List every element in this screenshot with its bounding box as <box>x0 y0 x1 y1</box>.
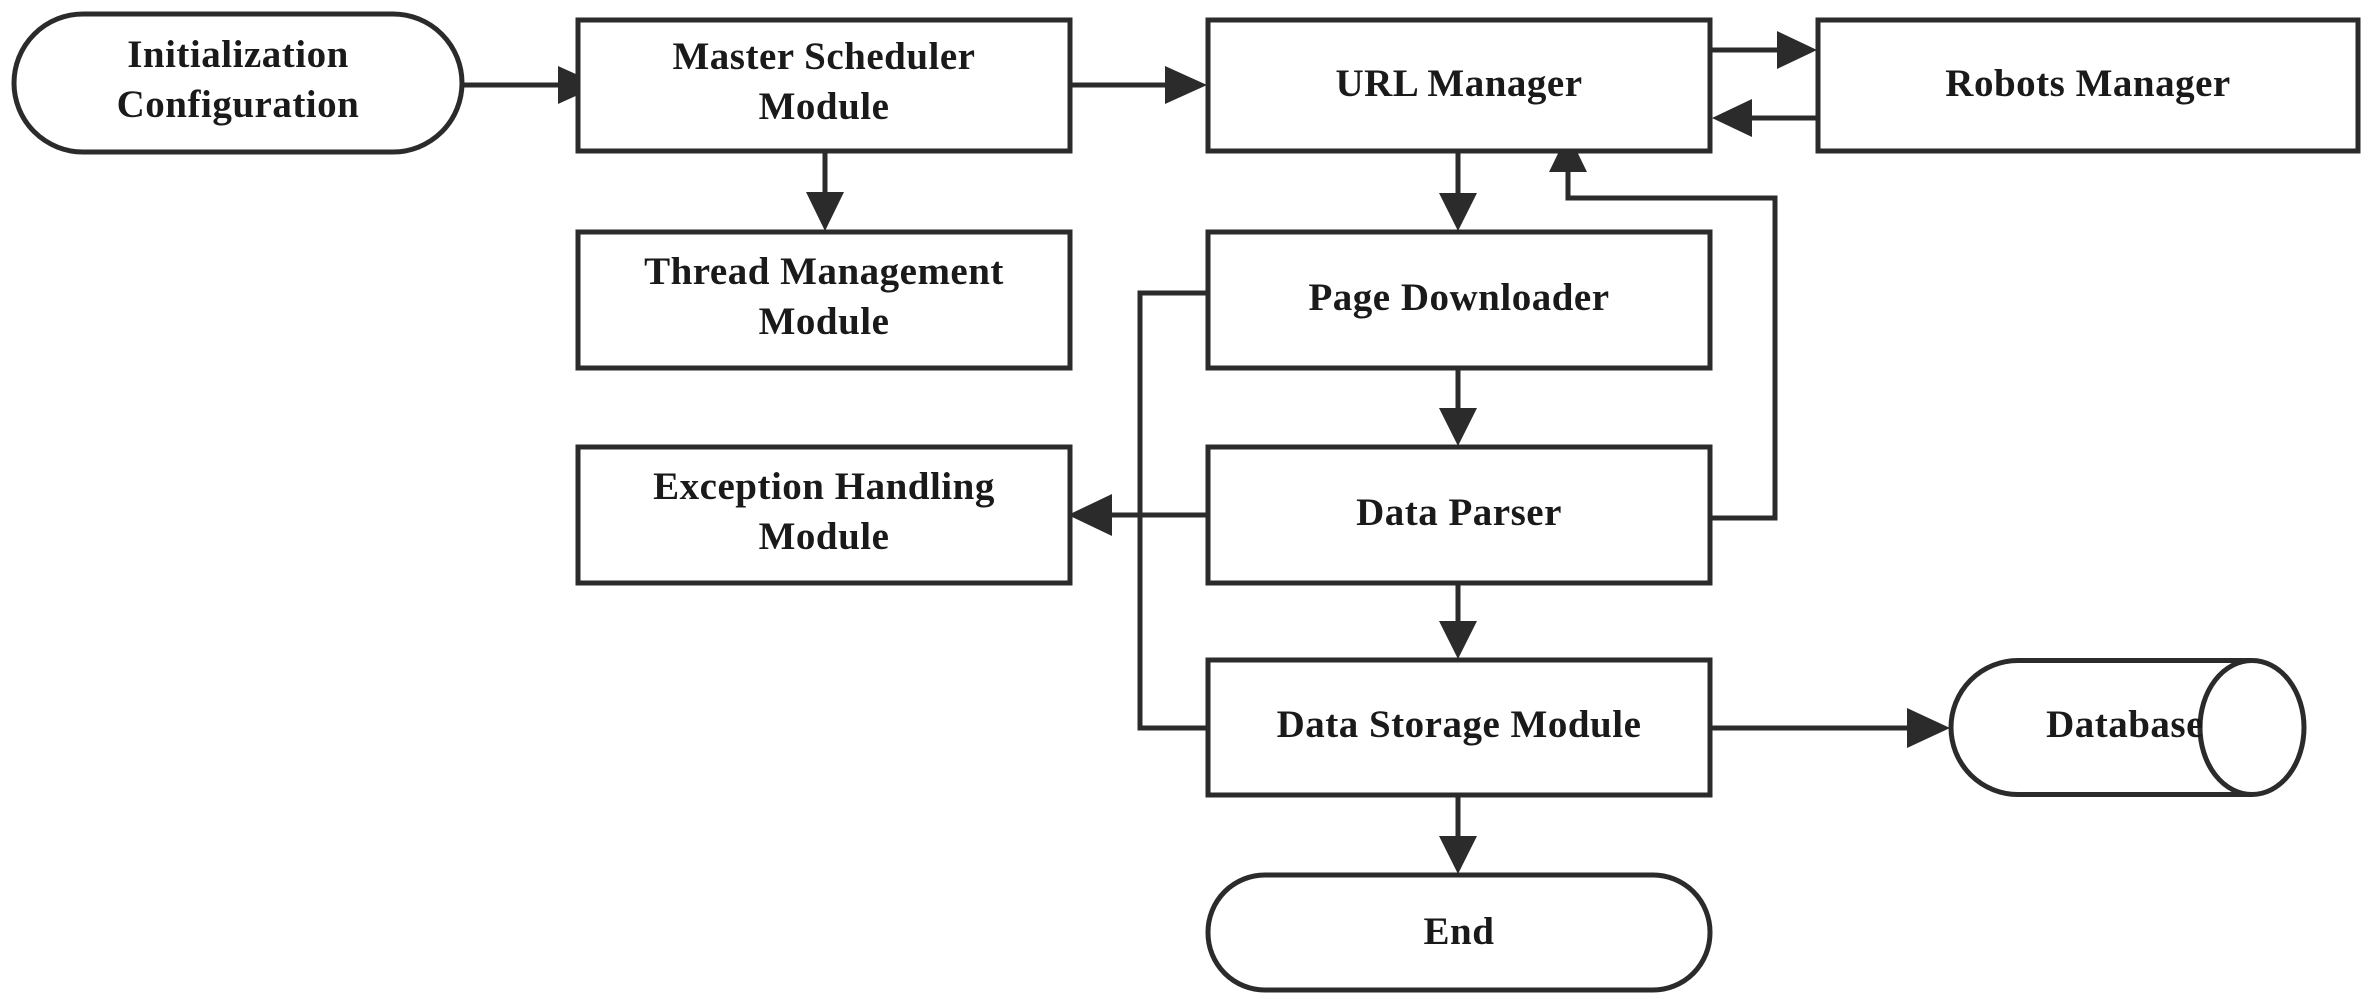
page-downloader-label: Page Downloader <box>1308 276 1609 319</box>
url-manager-shape <box>1205 17 1713 154</box>
node-robots-manager[interactable]: Robots Manager <box>1815 17 2361 154</box>
page-downloader-shape <box>1205 229 1713 371</box>
node-layer: Initialization Configuration Master Sche… <box>11 11 2361 993</box>
exception-handling-module-label-line1: Exception Handling <box>653 465 995 508</box>
database-end-cap-ellipse <box>2197 658 2307 797</box>
thread-management-module-shape <box>575 229 1073 371</box>
node-thread-management-module[interactable]: Thread Management Module <box>575 229 1073 371</box>
edge-urlmanager-to-downloader <box>1439 151 1477 231</box>
master-scheduler-module-shape <box>575 17 1073 154</box>
url-manager-label: URL Manager <box>1335 62 1582 105</box>
robots-manager-label: Robots Manager <box>1945 62 2230 105</box>
edge-downloader-to-storage-bypass <box>1137 290 1208 731</box>
database-body-shape <box>1948 658 2253 797</box>
node-master-scheduler-module[interactable]: Master Scheduler Module <box>575 17 1073 154</box>
edge-parser-to-exception <box>1068 494 1208 536</box>
master-scheduler-module-label-line1: Master Scheduler <box>673 35 976 78</box>
edge-storage-to-end <box>1439 795 1477 874</box>
data-parser-label: Data Parser <box>1356 491 1562 534</box>
node-data-storage-module[interactable]: Data Storage Module <box>1205 657 1713 798</box>
edge-urlmanager-to-robots <box>1710 31 1817 69</box>
exception-handling-module-label-line2: Module <box>759 515 890 558</box>
thread-management-module-label-line2: Module <box>759 300 890 343</box>
node-data-parser[interactable]: Data Parser <box>1205 444 1713 586</box>
initialization-configuration-label-line2: Configuration <box>117 83 360 126</box>
data-parser-shape <box>1205 444 1713 586</box>
node-page-downloader[interactable]: Page Downloader <box>1205 229 1713 371</box>
initialization-configuration-shape <box>11 11 465 155</box>
thread-management-module-label-line1: Thread Management <box>644 250 1004 293</box>
edge-parser-to-storage <box>1439 583 1477 659</box>
edge-downloader-to-parser <box>1439 368 1477 446</box>
edge-layer <box>462 31 1950 874</box>
edge-storage-to-database <box>1710 708 1950 748</box>
master-scheduler-module-label-line2: Module <box>759 85 890 128</box>
data-storage-module-label: Data Storage Module <box>1277 703 1642 746</box>
database-label: Database <box>2046 703 2204 746</box>
node-exception-handling-module[interactable]: Exception Handling Module <box>575 444 1073 586</box>
node-initialization-configuration[interactable]: Initialization Configuration <box>11 11 465 155</box>
exception-handling-module-shape <box>575 444 1073 586</box>
end-label: End <box>1424 910 1495 953</box>
edge-master-to-urlmanager <box>1070 66 1207 104</box>
initialization-configuration-label-line1: Initialization <box>127 33 349 76</box>
node-url-manager[interactable]: URL Manager <box>1205 17 1713 154</box>
node-database[interactable]: Database <box>1948 658 2307 797</box>
robots-manager-shape <box>1815 17 2361 154</box>
edge-master-to-thread <box>806 151 844 231</box>
edge-robots-to-urlmanager <box>1712 99 1818 137</box>
node-end[interactable]: End <box>1205 872 1713 993</box>
data-storage-module-shape <box>1205 657 1713 798</box>
end-shape <box>1205 872 1713 993</box>
